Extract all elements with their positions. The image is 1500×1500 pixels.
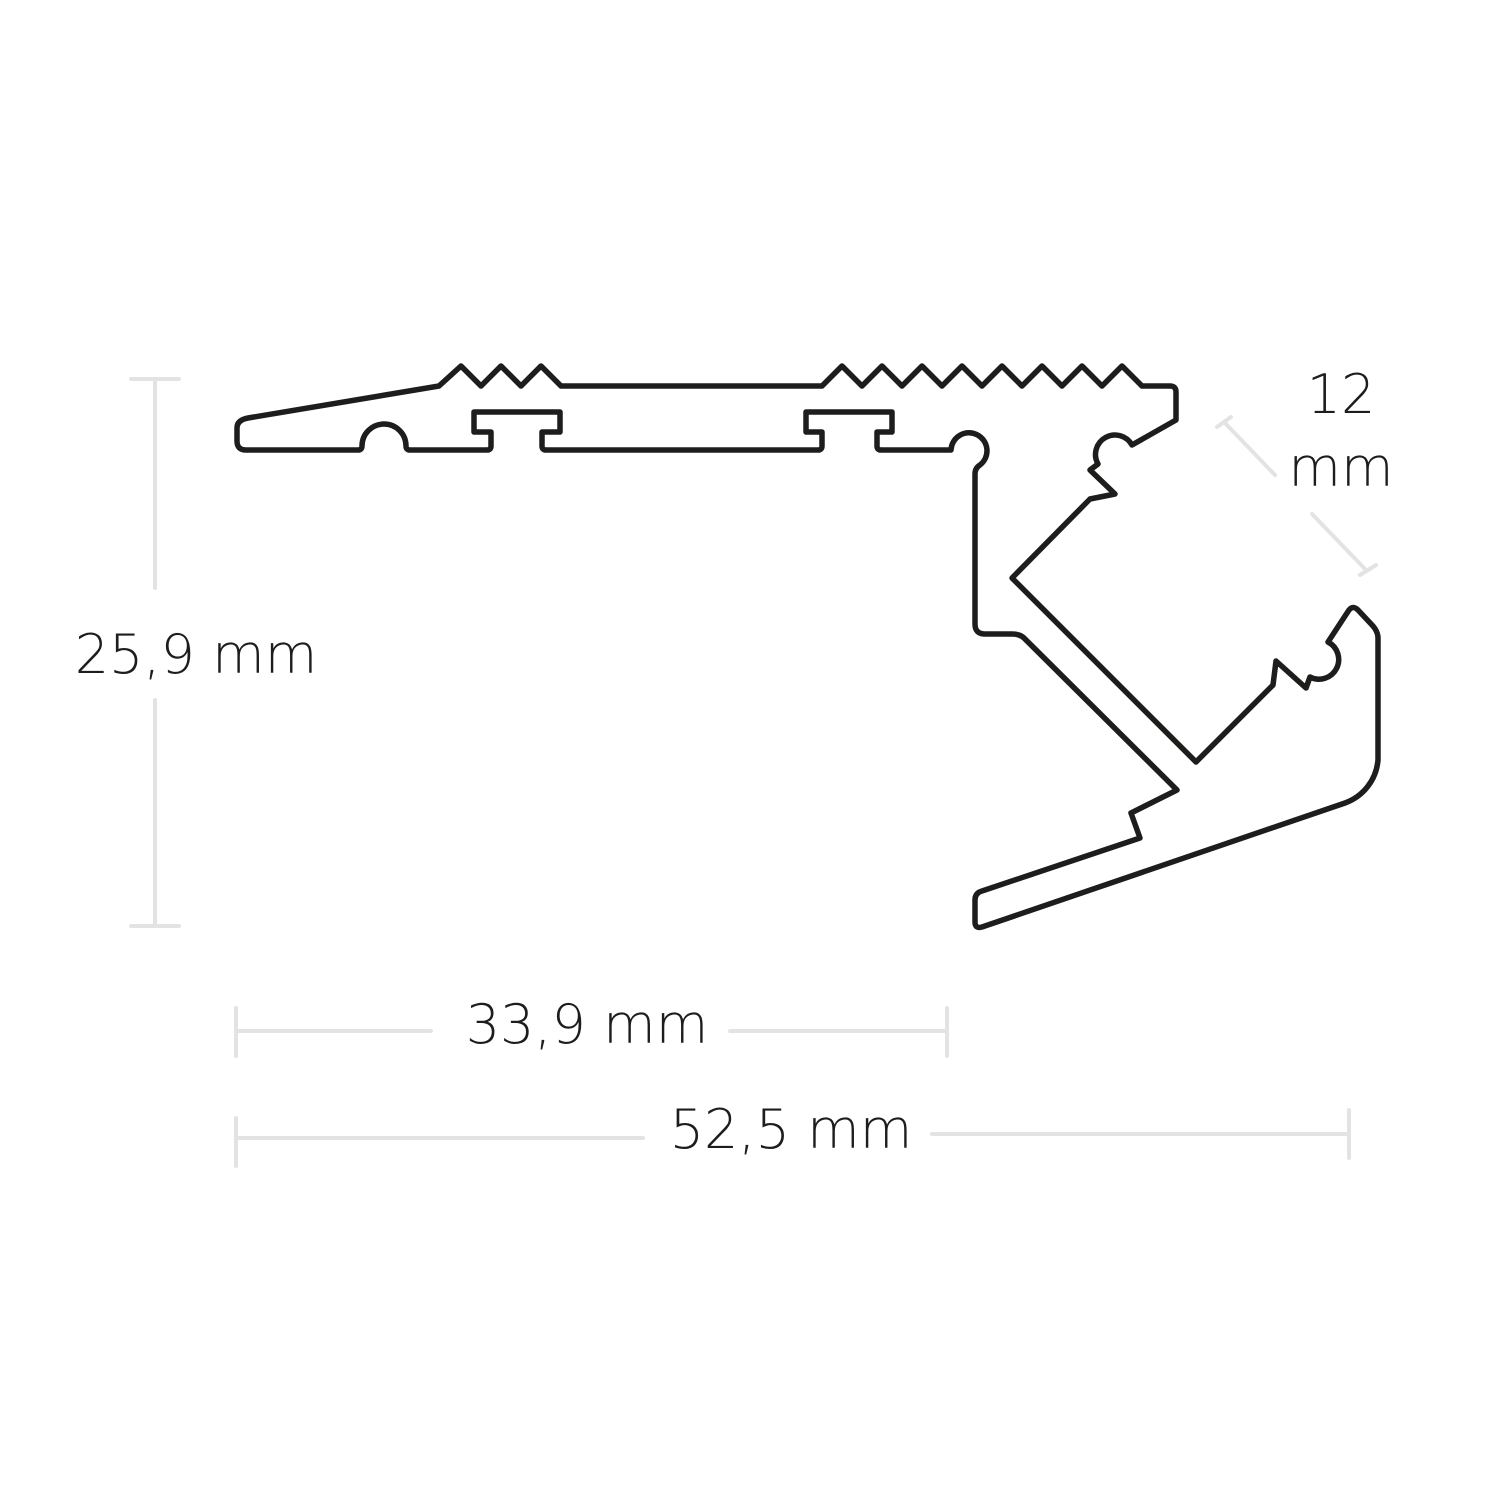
top-width-dimension-label: 33,9 mm [466,993,709,1056]
diffuser-opening-value: 12 [1307,363,1376,426]
total-width-dimension-label: 52,5 mm [670,1098,913,1161]
diffuser-opening-dimension: 12 mm [1215,363,1394,577]
total-width-dimension: 52,5 mm [234,1098,1351,1168]
height-dimension: 25,9 mm [75,377,318,928]
profile-outline [234,363,1381,931]
diffuser-opening-unit: mm [1288,436,1393,499]
top-width-dimension: 33,9 mm [234,993,949,1058]
height-dimension-label: 25,9 mm [75,623,318,686]
